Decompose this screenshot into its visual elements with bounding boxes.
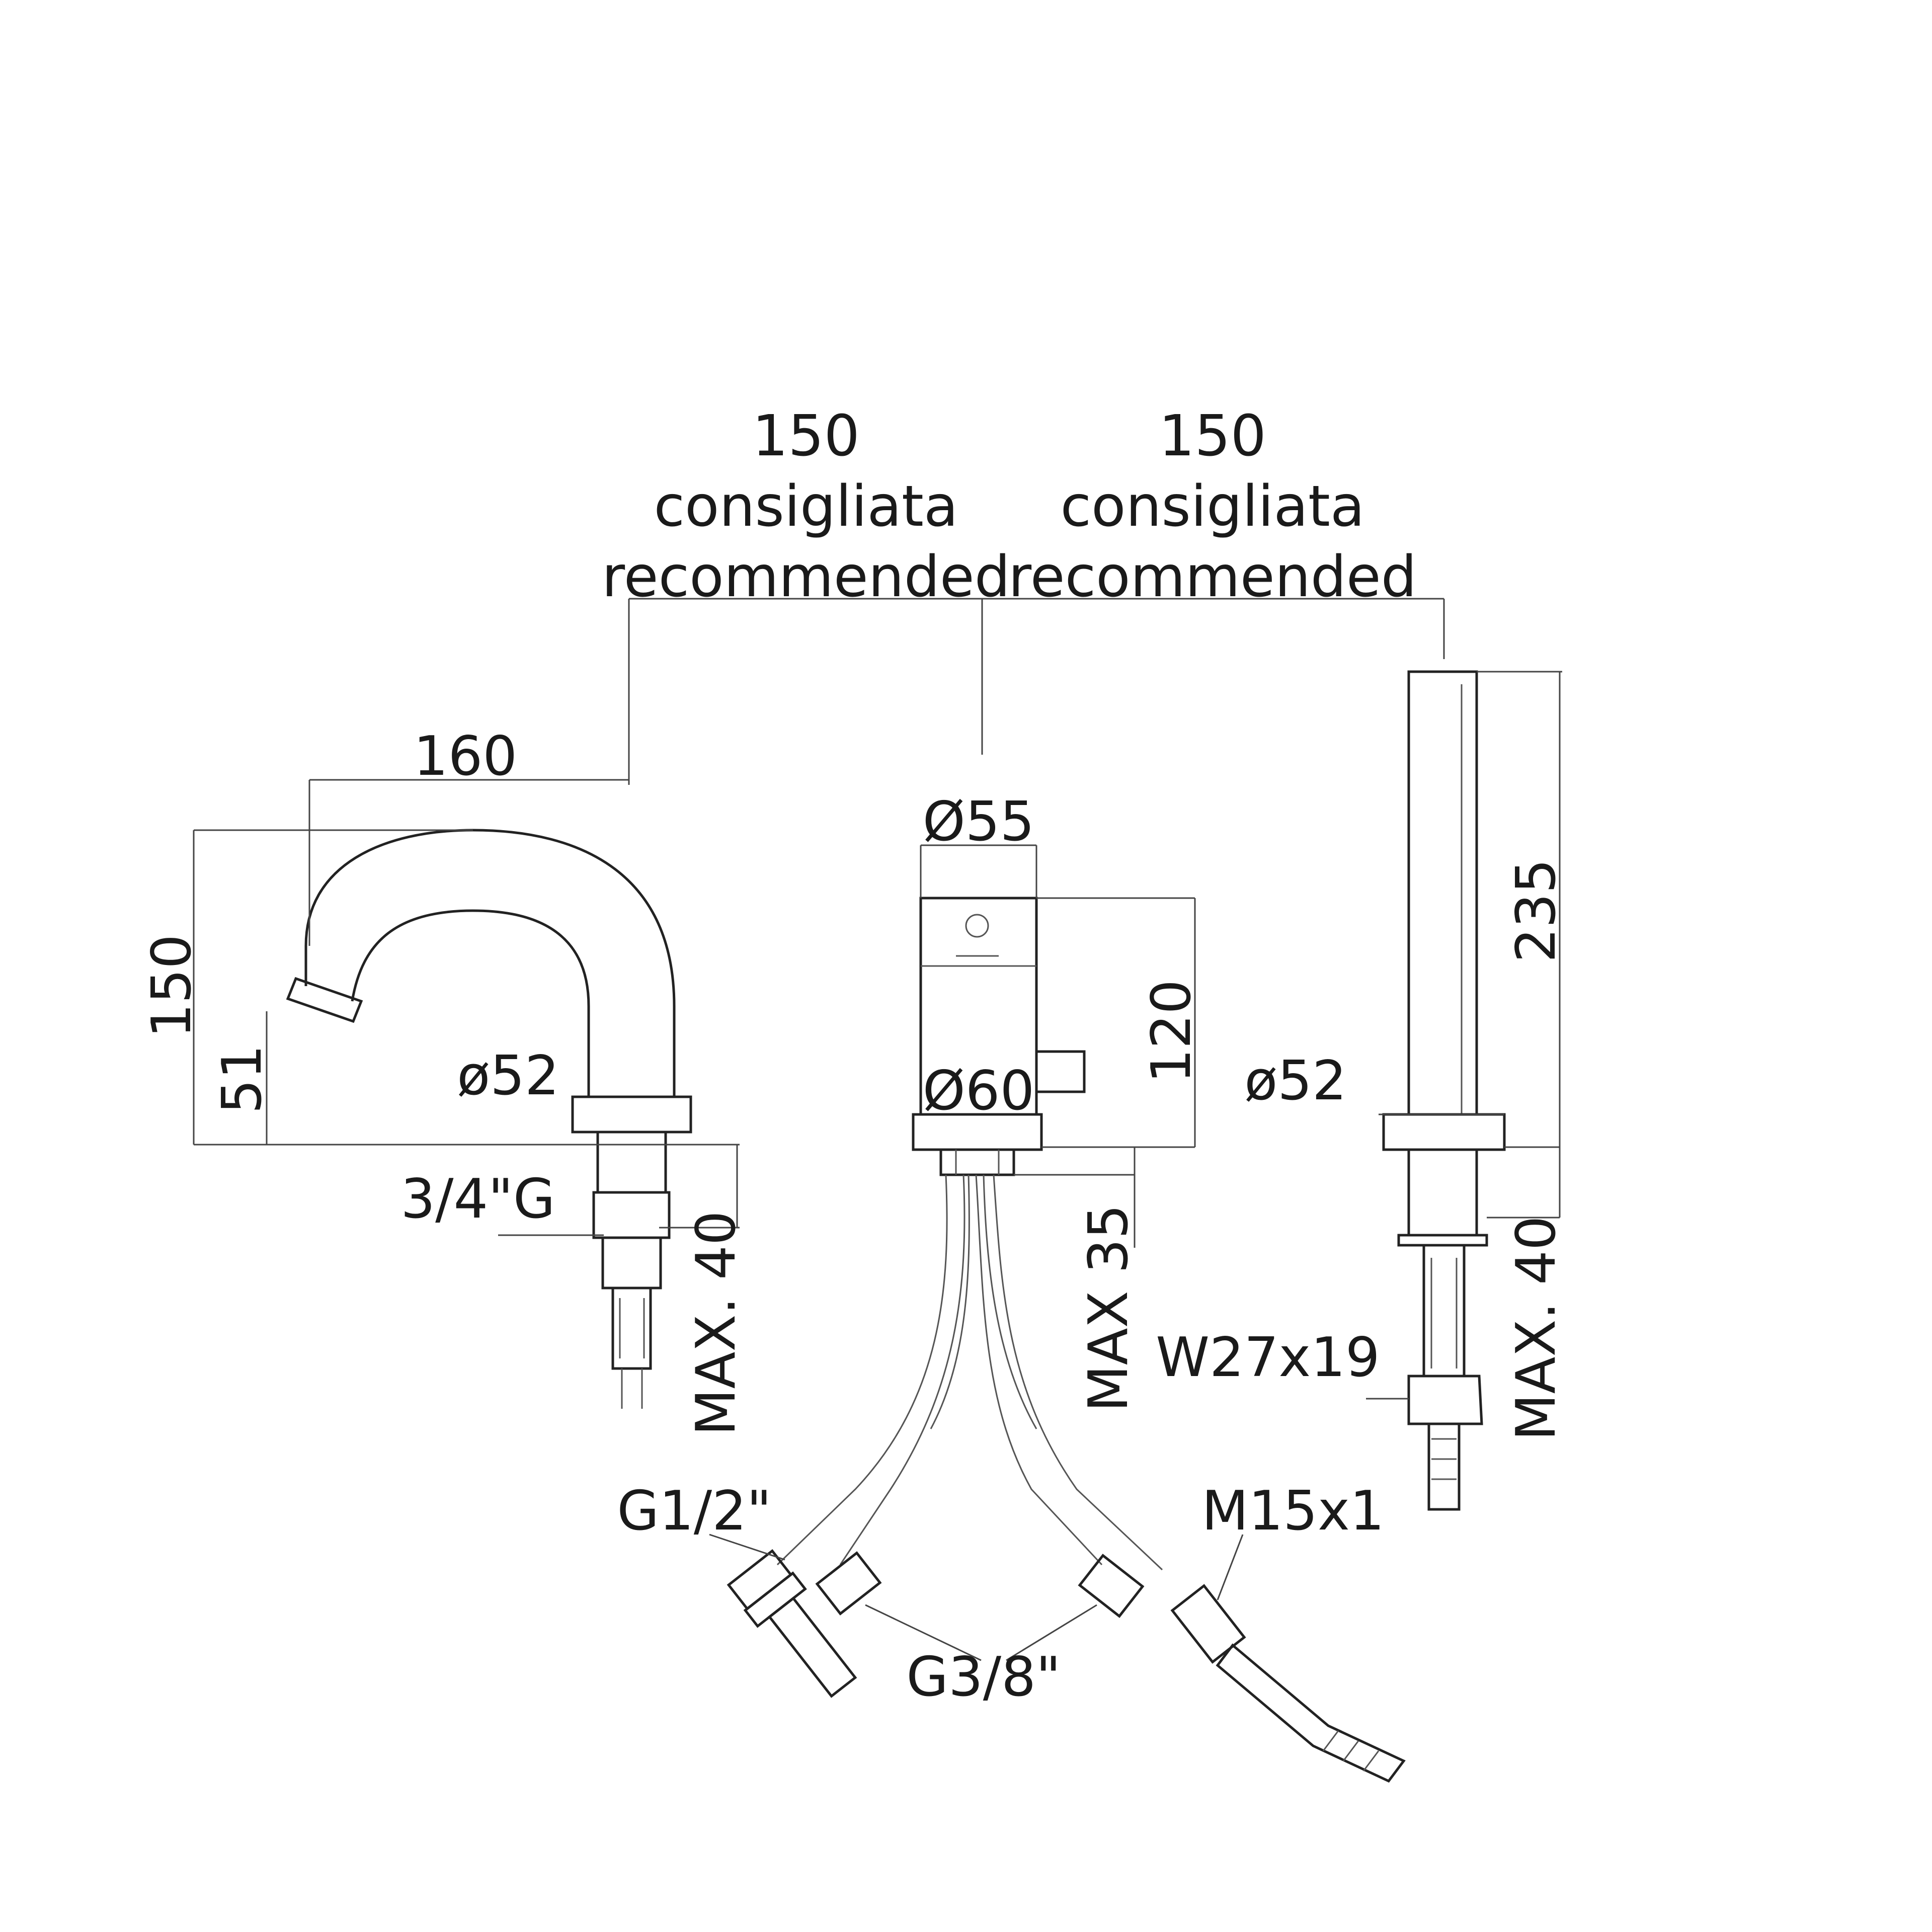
- spout-reach-label: 160: [414, 725, 517, 788]
- hand-shower-thread-label: W27x19: [1156, 1326, 1380, 1389]
- hand-shower-max-deck-label: MAX. 40: [1505, 1216, 1568, 1440]
- mixer-max-deck-label: MAX 35: [1077, 1204, 1140, 1412]
- top-dimension-lines: [628, 598, 1445, 785]
- spout-outlet-height-label: 51: [211, 1044, 274, 1113]
- top-right-line2: recommended: [1008, 544, 1417, 610]
- hand-shower-height-label: 235: [1505, 859, 1568, 962]
- mixer-dimensions: [709, 844, 1244, 1661]
- mixer-height-label: 120: [1140, 980, 1203, 1083]
- hand-shower-outline: [1382, 670, 1506, 1511]
- mixer-outline: [912, 897, 1086, 1176]
- mixer-top-diameter-label: Ø55: [923, 790, 1034, 853]
- hand-shower-dimensions: [1366, 671, 1562, 1400]
- top-left-line1: consigliata: [654, 474, 958, 539]
- flexibles-label: G3/8": [906, 1646, 1061, 1709]
- hand-shower-base-diameter-label: ø52: [1244, 1050, 1347, 1112]
- spout-base-diameter-label: ø52: [457, 1044, 559, 1107]
- spout-outline: [286, 829, 692, 1409]
- mixer-base-diameter-label: Ø60: [923, 1060, 1034, 1122]
- top-left-value: 150: [752, 404, 860, 469]
- top-left-line2: recommended: [602, 544, 1010, 610]
- spout-max-deck-label: MAX. 40: [685, 1211, 748, 1435]
- spout-thread-label: 3/4"G: [400, 1168, 555, 1231]
- inlet-left-label: G1/2": [617, 1480, 771, 1543]
- top-dimension-right: 150 consigliata recommended: [1008, 404, 1417, 610]
- inlet-right-label: M15x1: [1201, 1480, 1384, 1543]
- mixer-flexibles: [727, 1174, 1406, 1783]
- spout-height-label: 150: [140, 934, 203, 1038]
- top-right-line1: consigliata: [1060, 474, 1364, 539]
- top-dimension-left: 150 consigliata recommended: [602, 404, 1010, 610]
- spout-dimensions: [193, 779, 740, 1236]
- top-right-value: 150: [1159, 404, 1266, 469]
